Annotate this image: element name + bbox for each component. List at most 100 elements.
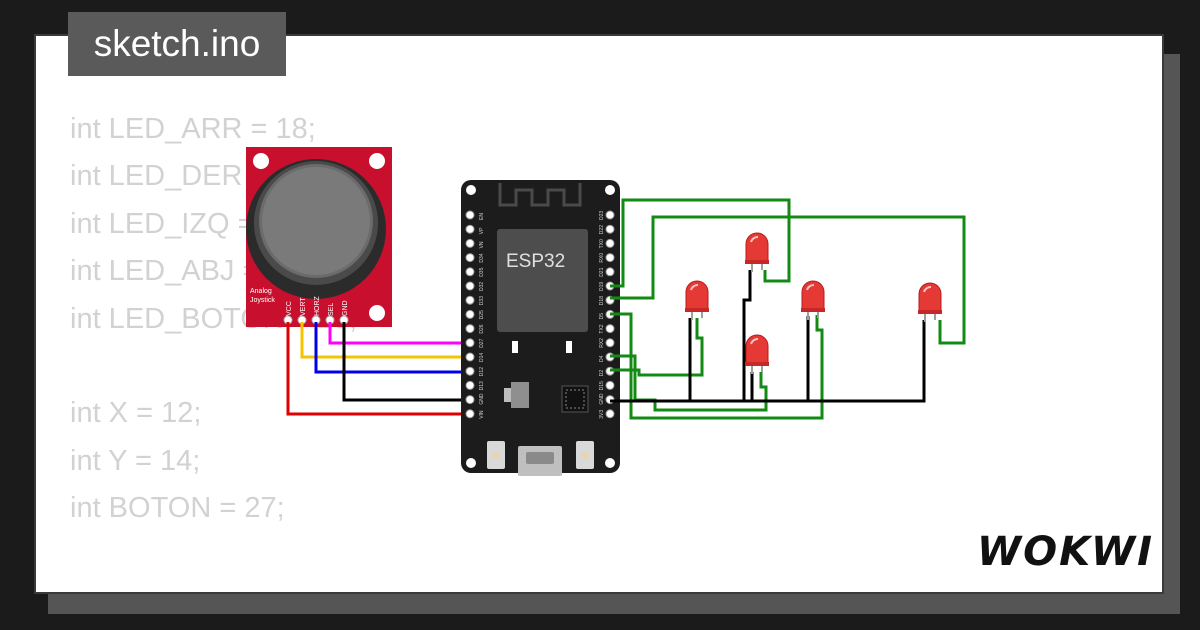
- wire-black[interactable]: [342, 322, 470, 402]
- joystick-title-line2: Joystick: [250, 297, 275, 304]
- esp32-pin[interactable]: [465, 224, 475, 234]
- esp32-pin-label: D35: [479, 267, 485, 276]
- esp32-pin-label: VP: [479, 227, 485, 234]
- esp32-pin[interactable]: [465, 309, 475, 319]
- esp32-pin[interactable]: [465, 409, 475, 419]
- button-cap: [581, 451, 589, 459]
- regulator-chip: [511, 382, 529, 408]
- esp32-pin-label: TX2: [599, 324, 605, 333]
- mount-hole: [369, 153, 385, 169]
- esp32-pin[interactable]: [465, 238, 475, 248]
- esp32-pin-label: D4: [599, 355, 605, 362]
- esp32-pin-label: 3V3: [599, 410, 605, 419]
- wire-yellow[interactable]: [300, 322, 470, 359]
- joystick-module[interactable]: Analog Joystick VCC VERT HORZ SEL GND: [246, 147, 392, 327]
- esp32-pin[interactable]: [465, 324, 475, 334]
- esp32-pin-label: D33: [479, 296, 485, 305]
- esp32-pin[interactable]: [465, 210, 475, 220]
- antenna-trace: [498, 183, 582, 207]
- esp32-pin[interactable]: [465, 366, 475, 376]
- led-group: [685, 232, 942, 374]
- esp32-pin-label: EN: [479, 213, 485, 220]
- wokwi-logo-text: WOKWI: [977, 529, 1154, 575]
- esp32-label: ESP32: [506, 251, 565, 272]
- led-red[interactable]: [745, 232, 769, 272]
- esp32-pin[interactable]: [465, 352, 475, 362]
- esp32-pin[interactable]: [465, 395, 475, 405]
- mount-hole: [605, 185, 615, 195]
- esp32-pin-label: D2: [599, 370, 605, 377]
- esp32-pin-label: D25: [479, 310, 485, 319]
- esp32-pin-label: VN: [479, 241, 485, 248]
- smd-part: [566, 341, 572, 353]
- joystick-title-line1: Analog: [250, 288, 272, 295]
- mount-hole: [466, 185, 476, 195]
- esp32-pin[interactable]: [605, 253, 615, 263]
- esp32-pin-label: D18: [599, 296, 605, 305]
- esp32-left-header: ENVPVND34D35D32D33D25D26D27D14D12D13GNDV…: [465, 210, 485, 419]
- led-red[interactable]: [745, 334, 769, 374]
- esp32-pin[interactable]: [465, 338, 475, 348]
- esp32-pin-label: VIN: [479, 410, 485, 419]
- esp32-pin[interactable]: [605, 238, 615, 248]
- esp32-pin-label: D14: [479, 353, 485, 362]
- esp32-pin[interactable]: [465, 281, 475, 291]
- led-wires: [610, 198, 966, 420]
- mount-hole: [369, 305, 385, 321]
- esp32-pin[interactable]: [605, 409, 615, 419]
- esp32-pin[interactable]: [465, 267, 475, 277]
- esp32-pin[interactable]: [465, 380, 475, 390]
- esp32-pin-label: RX2: [599, 338, 605, 348]
- mount-hole: [253, 153, 269, 169]
- esp32-pin[interactable]: [605, 210, 615, 220]
- esp32-pin-label: D13: [479, 381, 485, 390]
- esp32-pin-label: D27: [479, 338, 485, 347]
- esp32-pin-label: GND: [599, 393, 605, 405]
- wire-green[interactable]: [610, 198, 791, 288]
- chip-pins: [565, 389, 585, 409]
- joystick-cap-highlight: [262, 167, 370, 275]
- esp32-pin[interactable]: [465, 295, 475, 305]
- esp32-pin-label: D22: [599, 225, 605, 234]
- esp32-pin[interactable]: [605, 380, 615, 390]
- button-cap: [492, 451, 500, 459]
- esp32-pin[interactable]: [605, 324, 615, 334]
- file-tab-label[interactable]: sketch.ino: [68, 12, 286, 76]
- code-line: int BOTON = 27;: [70, 492, 285, 525]
- usb-port-slot: [526, 452, 554, 464]
- esp32-pin-label: TX0: [599, 239, 605, 248]
- esp32-pin-label: D15: [599, 381, 605, 390]
- joystick-wires: [286, 322, 470, 416]
- wire-green[interactable]: [610, 215, 966, 345]
- code-line: int X = 12;: [70, 397, 202, 430]
- joystick-pin-label: HORZ: [314, 295, 321, 316]
- esp32-pin-label: D34: [479, 253, 485, 262]
- esp32-board[interactable]: ESP32 ENVPVND34D35D32D33D25D26D27D14D12D…: [461, 180, 620, 476]
- esp32-module: [497, 229, 588, 332]
- esp32-pin[interactable]: [605, 338, 615, 348]
- joystick-pin-label: VCC: [286, 301, 293, 316]
- regulator-tab: [504, 388, 511, 402]
- esp32-pin-label: GND: [479, 393, 485, 405]
- wire-black[interactable]: [742, 270, 752, 401]
- wire-red[interactable]: [286, 322, 470, 416]
- esp32-pin-label: RX0: [599, 253, 605, 263]
- wire-blue[interactable]: [314, 322, 470, 374]
- led-red[interactable]: [918, 282, 942, 322]
- wire-green[interactable]: [610, 312, 824, 420]
- code-line: int Y = 14;: [70, 444, 201, 477]
- led-red[interactable]: [801, 280, 825, 320]
- mount-hole: [466, 458, 476, 468]
- esp32-pin-label: D26: [479, 324, 485, 333]
- led-red[interactable]: [685, 280, 709, 320]
- esp32-pin-label: D21: [599, 267, 605, 276]
- esp32-pin-label: D5: [599, 313, 605, 320]
- esp32-pin-label: D32: [479, 282, 485, 291]
- esp32-pin[interactable]: [605, 267, 615, 277]
- esp32-pin[interactable]: [465, 253, 475, 263]
- wire-black[interactable]: [610, 320, 926, 403]
- wire-green[interactable]: [610, 318, 704, 377]
- esp32-pin[interactable]: [605, 224, 615, 234]
- wire-magenta[interactable]: [328, 322, 470, 345]
